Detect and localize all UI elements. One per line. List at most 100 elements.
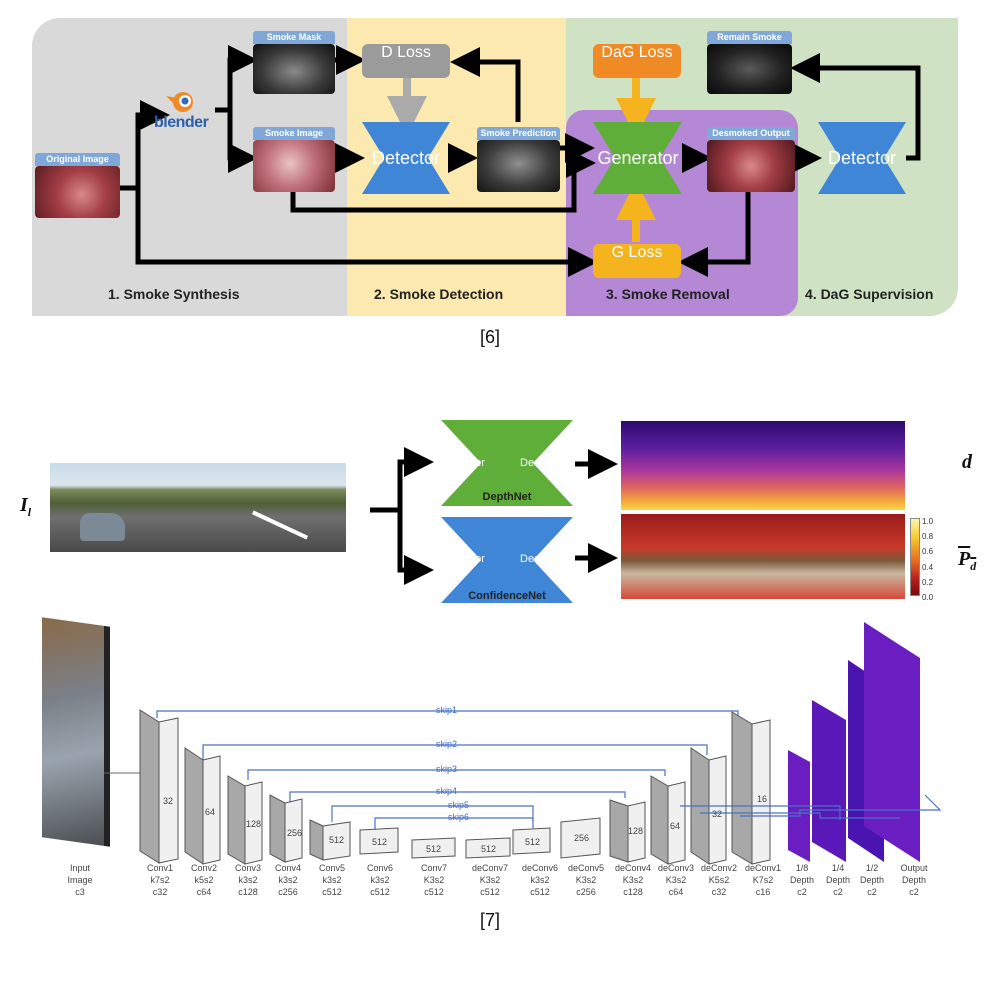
- skip-label: skip4: [436, 786, 458, 796]
- layer-caption-name: Conv1: [146, 863, 173, 873]
- block-channel: 128: [246, 819, 262, 829]
- dag-loss-label: DaG Loss: [601, 44, 673, 61]
- layer-caption-name: deConv4: [614, 863, 652, 873]
- colorbar-tick: 0.2: [922, 577, 934, 587]
- input-road-image: [50, 463, 346, 552]
- confnet-decoder: Decoder: [520, 553, 562, 565]
- block-channel: 512: [525, 837, 541, 847]
- dag-loss-box: DaG Loss: [593, 44, 681, 78]
- section-title-detection: 2. Smoke Detection: [374, 286, 504, 302]
- label-remain-smoke: Remain Smoke: [707, 31, 792, 44]
- d-loss-label: D Loss: [381, 44, 431, 61]
- layer-caption-kernel: k3s2: [278, 875, 298, 885]
- layer-caption-name: Conv7: [420, 863, 447, 873]
- detector2-shape: [818, 122, 906, 194]
- layer-caption-name: deConv7: [471, 863, 509, 873]
- p-label-sub: d: [970, 559, 977, 573]
- thumb-smoke-image: [253, 140, 335, 192]
- feature-blocks: [139, 709, 771, 865]
- block-channel: 512: [372, 837, 388, 847]
- reference-7: [7]: [480, 910, 501, 930]
- layer-caption-name: Conv3: [234, 863, 261, 873]
- layer-caption-channels: c64: [196, 887, 212, 897]
- colorbar-tick: 0.4: [922, 562, 934, 572]
- layer-caption-channels: c512: [480, 887, 500, 897]
- layer-caption-kernel: k3s2: [322, 875, 342, 885]
- layer-caption-channels: c512: [370, 887, 390, 897]
- generator-shape: [593, 122, 682, 194]
- d-loss-box: D Loss: [362, 44, 450, 78]
- layer-caption-kernel: Depth: [859, 875, 885, 885]
- d-label: d: [962, 451, 972, 473]
- layer-caption: Conv2 k5s2 c64: [182, 862, 226, 898]
- thumb-smoke-mask: [253, 44, 335, 94]
- layer-caption-kernel: K3s2: [575, 875, 597, 885]
- layer-caption-channels: c3: [75, 887, 85, 897]
- layer-caption-kernel: K3s2: [665, 875, 687, 885]
- colorbar-tick: 0.6: [922, 547, 934, 557]
- depthnet-shape: [441, 420, 573, 506]
- layer-caption-kernel: k3s2: [530, 875, 550, 885]
- layer-caption-channels: c2: [909, 887, 919, 897]
- block-channel: 64: [205, 807, 216, 817]
- colorbar-tick: 1.0: [922, 517, 934, 526]
- label-smoke-mask: Smoke Mask: [253, 31, 335, 44]
- label-smoke-prediction: Smoke Prediction: [477, 127, 560, 140]
- thumb-remain-smoke: [707, 44, 792, 94]
- layer-caption-name: deConv6: [521, 863, 559, 873]
- layer-caption-kernel: Image: [67, 875, 93, 885]
- input-label-sub: l: [27, 505, 32, 519]
- depthnet-label: DepthNet: [482, 491, 532, 503]
- block-channel: 128: [628, 826, 644, 836]
- colorbar: [910, 518, 920, 596]
- colorbar-ticks: 1.0 0.8 0.6 0.4 0.2 0.0: [922, 514, 933, 605]
- p-label-main: P: [958, 548, 971, 570]
- depth-arrows: [370, 420, 618, 603]
- confidencenet-shape: [441, 517, 573, 603]
- layer-caption-name: deConv1: [744, 863, 782, 873]
- thumb-desmoked-output: [707, 140, 795, 192]
- layer-caption-name: 1/4: [831, 863, 845, 873]
- layer-caption-name: Conv2: [190, 863, 217, 873]
- layer-caption-channels: c2: [797, 887, 807, 897]
- layer-caption-kernel: K3s2: [479, 875, 501, 885]
- skip-label: skip1: [436, 705, 458, 715]
- colorbar-tick: 0.8: [922, 532, 934, 542]
- blender-logo-icon: [166, 92, 193, 112]
- output-depth-maps: [788, 622, 920, 862]
- label-smoke-image: Smoke Image: [253, 127, 335, 140]
- block-channel: 64: [670, 821, 681, 831]
- confidencenet-label: ConfidenceNet: [468, 590, 546, 602]
- block-channel: 32: [163, 796, 174, 806]
- layer-caption-channels: c32: [152, 887, 168, 897]
- g-loss-box: G Loss: [593, 244, 681, 278]
- layer-caption-kernel: K3s2: [423, 875, 445, 885]
- block-channel: 256: [287, 828, 303, 838]
- layer-caption-name: Conv5: [318, 863, 345, 873]
- pipeline-arrows: [120, 45, 921, 277]
- colorbar-tick: 0.0: [922, 593, 934, 603]
- layer-caption-channels: c512: [424, 887, 444, 897]
- layer-caption-channels: c2: [867, 887, 877, 897]
- layer-caption-kernel: k5s2: [194, 875, 214, 885]
- layer-caption-channels: c64: [668, 887, 684, 897]
- confidence-map-image: [621, 514, 905, 599]
- block-channel: 512: [426, 844, 442, 854]
- layer-caption-name: 1/2: [865, 863, 879, 873]
- detector2-label: Detector: [827, 148, 897, 168]
- skip-label: skip2: [436, 739, 458, 749]
- skip-label: skip3: [436, 764, 458, 774]
- layer-caption-channels: c512: [530, 887, 550, 897]
- section-title-removal: 3. Smoke Removal: [606, 286, 730, 302]
